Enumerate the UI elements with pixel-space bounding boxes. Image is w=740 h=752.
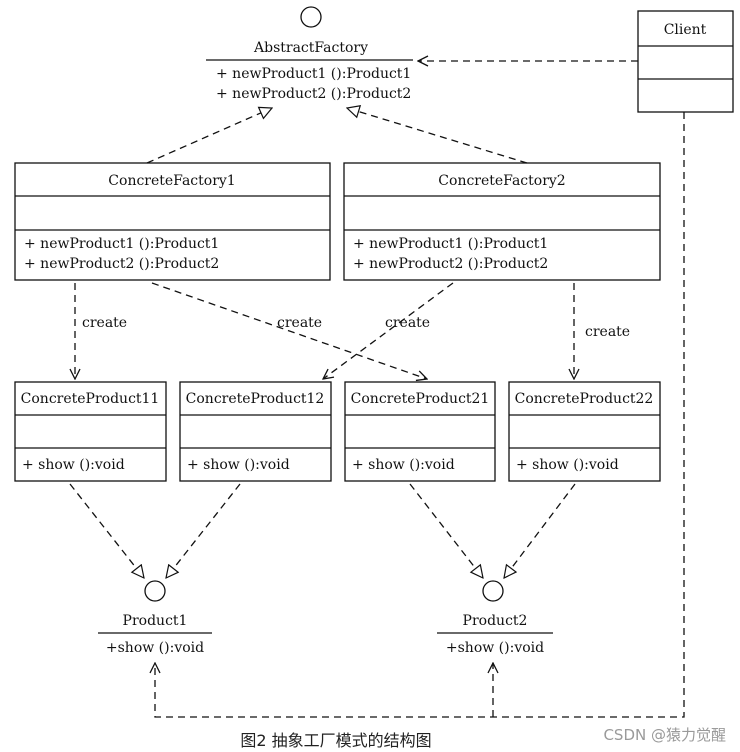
product2-op: +show ():void <box>446 640 544 656</box>
concrete-factory1-op: + newProduct1 ():Product1 <box>24 236 219 252</box>
create-f2-p12 <box>323 282 454 379</box>
concrete-product21-name: ConcreteProduct21 <box>351 391 490 407</box>
p12-realizes-product1 <box>166 483 241 578</box>
concrete-product21-box <box>344 381 496 482</box>
concrete-product12-name: ConcreteProduct12 <box>186 391 325 407</box>
product1-name: Product1 <box>123 613 188 629</box>
abstract-factory-lollipop <box>300 6 322 28</box>
product1-lollipop <box>144 580 166 602</box>
concrete-product11-box <box>14 381 167 482</box>
concrete-product21-op: + show ():void <box>352 457 455 473</box>
p11-realizes-product1 <box>69 483 144 578</box>
concrete-product22-op: + show ():void <box>516 457 619 473</box>
concrete-factory2-name: ConcreteFactory2 <box>438 173 565 189</box>
concrete-product22-name: ConcreteProduct22 <box>515 391 654 407</box>
product1-op: +show ():void <box>106 640 204 656</box>
create-f1-p21 <box>151 282 427 379</box>
create-label: create <box>385 315 430 331</box>
concrete-factory1-box <box>14 162 331 281</box>
concrete-factory1-name: ConcreteFactory1 <box>108 173 235 189</box>
concrete-product11-name: ConcreteProduct11 <box>21 391 160 407</box>
concrete-factory2-op: + newProduct2 ():Product2 <box>353 256 548 272</box>
product2-name: Product2 <box>463 613 528 629</box>
abstract-factory-name: AbstractFactory <box>253 40 368 56</box>
concrete-factory2-op: + newProduct1 ():Product1 <box>353 236 548 252</box>
abstract-factory-op: + newProduct2 ():Product2 <box>216 86 411 102</box>
p21-realizes-product2 <box>409 483 483 578</box>
product2-lollipop <box>482 580 504 602</box>
client-to-products-path <box>155 112 685 718</box>
concrete-factory2-box <box>343 162 661 281</box>
figure-caption: 图2 抽象工厂模式的结构图 <box>240 731 432 750</box>
create-label: create <box>277 315 322 331</box>
factory1-realizes <box>146 108 272 164</box>
watermark: CSDN @猿力觉醒 <box>603 726 726 744</box>
create-label: create <box>82 315 127 331</box>
factory2-realizes <box>347 108 528 164</box>
concrete-product22-box <box>508 381 661 482</box>
concrete-factory1-op: + newProduct2 ():Product2 <box>24 256 219 272</box>
client-name: Client <box>664 22 707 38</box>
create-label: create <box>585 324 630 340</box>
concrete-product12-op: + show ():void <box>187 457 290 473</box>
abstract-factory-op: + newProduct1 ():Product1 <box>216 66 411 82</box>
p22-realizes-product2 <box>504 483 576 578</box>
concrete-product12-box <box>179 381 332 482</box>
concrete-product11-op: + show ():void <box>22 457 125 473</box>
